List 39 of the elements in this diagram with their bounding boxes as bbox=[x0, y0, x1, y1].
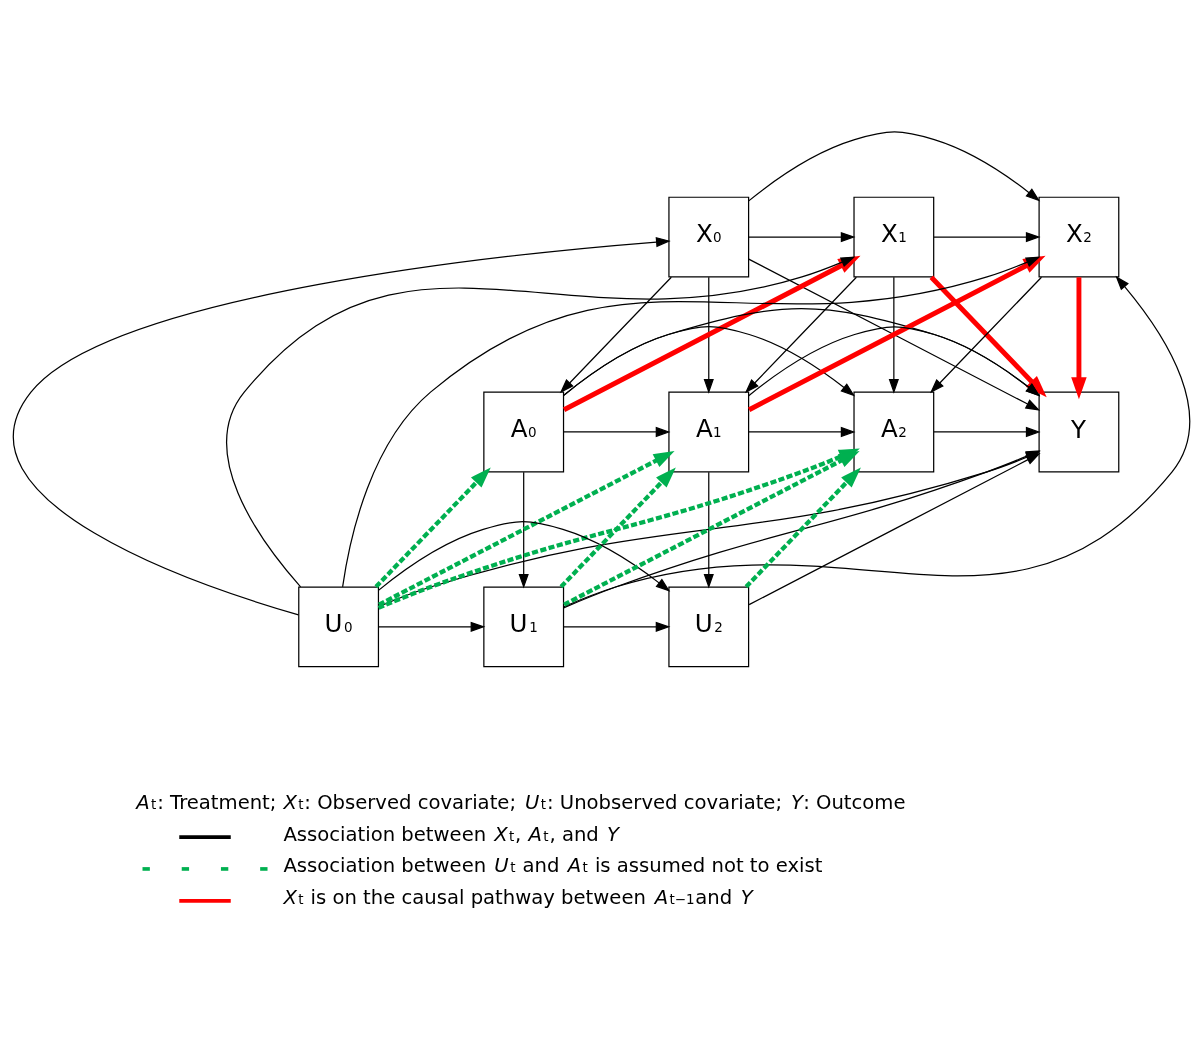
arrow bbox=[559, 276, 672, 393]
arrow bbox=[374, 466, 491, 588]
legend-label: Xt is on the causal pathway between At−1and Y bbox=[283, 885, 753, 909]
arrow bbox=[1071, 276, 1087, 399]
arrow bbox=[13, 236, 671, 615]
node-box: A2 bbox=[853, 391, 935, 472]
node-box: X2 bbox=[1038, 196, 1120, 278]
arrow bbox=[748, 130, 1041, 202]
arrow bbox=[563, 450, 860, 607]
arrow bbox=[933, 231, 1041, 242]
arrow bbox=[888, 276, 899, 394]
arrow bbox=[748, 426, 856, 437]
arrow bbox=[563, 307, 1041, 396]
arrow bbox=[748, 325, 1041, 396]
arrow bbox=[744, 276, 857, 393]
node-box: A0 bbox=[483, 391, 565, 472]
arrow bbox=[703, 471, 714, 589]
node-box: X1 bbox=[853, 196, 935, 278]
arrow bbox=[378, 621, 486, 632]
arrow bbox=[563, 325, 856, 396]
label: At: Treatment; Xt: Observed covariate; Ut: Unobserved covariate; Y: Outcome bbox=[136, 790, 906, 814]
arrow bbox=[748, 231, 856, 242]
arrow bbox=[563, 426, 671, 437]
node-box: X0 bbox=[668, 196, 750, 278]
legend-label: Association between Xt, At, and Y bbox=[283, 822, 620, 845]
arrow bbox=[226, 255, 856, 587]
arrow bbox=[518, 471, 529, 589]
arrow bbox=[933, 426, 1041, 437]
arrow bbox=[744, 466, 861, 588]
arrow bbox=[377, 450, 675, 607]
arrow bbox=[378, 520, 671, 592]
arrow bbox=[563, 621, 671, 632]
node-box: A1 bbox=[668, 391, 750, 472]
arrow bbox=[562, 255, 861, 412]
legend-label: Association between Ut and At is assumed not to exist bbox=[283, 853, 823, 877]
arrow bbox=[703, 276, 714, 394]
arrow bbox=[559, 466, 676, 588]
arrow bbox=[563, 275, 1191, 607]
node-box: Y bbox=[1038, 391, 1120, 472]
